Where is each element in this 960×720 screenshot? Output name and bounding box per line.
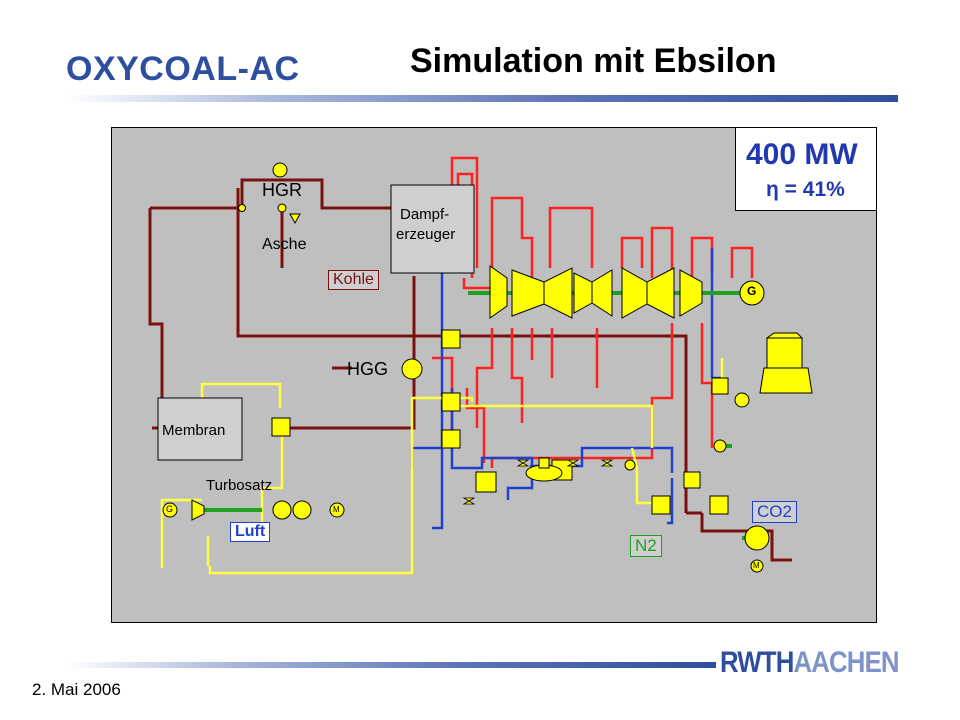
co2-label: CO2	[752, 501, 797, 523]
membrane-box	[157, 397, 243, 461]
hgr-label: HGR	[262, 180, 302, 200]
generator-label: G	[747, 284, 757, 298]
motor-label-2: M	[753, 561, 760, 570]
rwth-logo-part2: AACHEN	[793, 646, 899, 679]
turbosatz-label: Turbosatz	[206, 477, 273, 494]
membran-label: Membran	[162, 422, 226, 439]
brand-title: OXYCOAL-AC	[66, 50, 300, 88]
kohle-label: Kohle	[328, 270, 379, 290]
dampferzeuger-label-line1: Dampf-	[400, 206, 450, 223]
steam-lines	[432, 156, 754, 468]
efficiency-value: η = 41%	[766, 178, 845, 201]
result-box: 400 MW η = 41%	[735, 127, 877, 211]
steam-generator-box	[390, 184, 475, 274]
header-rule	[66, 95, 898, 102]
footer-rule	[66, 662, 716, 668]
footer-date: 2. Mai 2006	[32, 680, 121, 699]
pumps-and-fans	[162, 358, 770, 573]
asche-label: Asche	[262, 236, 307, 253]
power-output: 400 MW	[746, 138, 858, 171]
cooling-tower	[759, 332, 813, 394]
motor-label: M	[333, 505, 340, 514]
process-flow-svg	[148, 156, 813, 575]
rwth-logo-part1: RWTH	[720, 646, 794, 679]
heat-exchangers	[271, 329, 729, 515]
turbine-group	[489, 265, 765, 319]
generator-small-label: G	[166, 504, 174, 514]
dampferzeuger-label-line2: erzeuger	[396, 226, 456, 243]
n2-label: N2	[630, 535, 662, 557]
hgr-components	[238, 162, 301, 225]
valves	[462, 459, 614, 505]
hgg-label: HGG	[347, 359, 389, 379]
luft-label: Luft	[230, 522, 271, 542]
slide-title: Simulation mit Ebsilon	[410, 42, 777, 80]
flue-gas-lines	[148, 178, 792, 562]
